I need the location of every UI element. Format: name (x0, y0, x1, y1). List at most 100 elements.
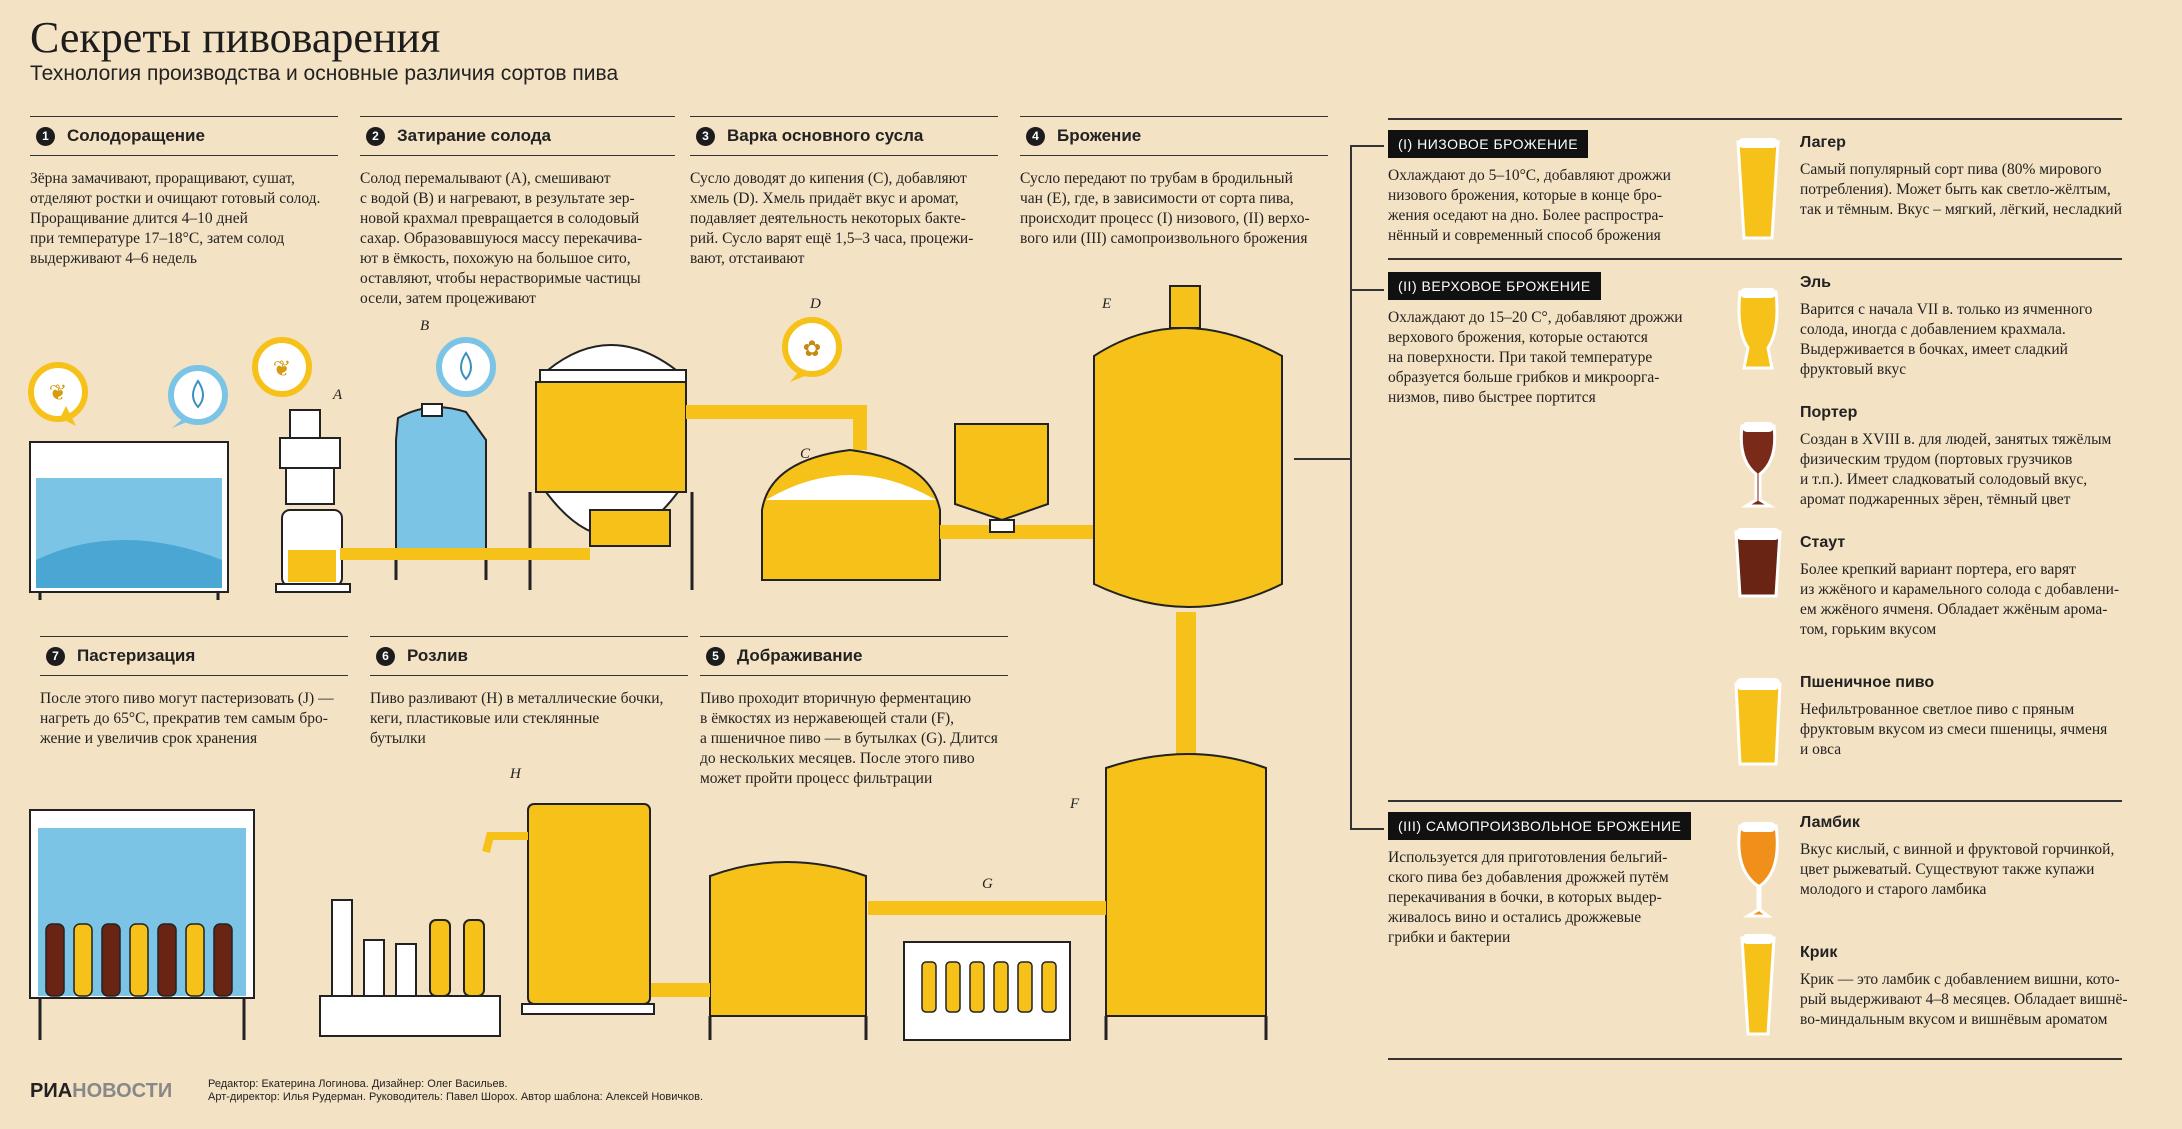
step-number: 1 (36, 126, 55, 146)
step-malting: 1 Солодоращение Зёрна замачивают, проращи… (30, 116, 338, 269)
fermentation-label: (II) ВЕРХОВОЕ БРОЖЕНИЕ (1388, 272, 1601, 300)
hops-badge-icon: ✿ (782, 317, 842, 382)
step-number: 3 (696, 126, 715, 146)
label-a: A (333, 387, 343, 403)
step-number: 5 (706, 646, 725, 666)
beer-lager: Лагер Самый популярный сорт пива (80% ми… (1800, 134, 2140, 220)
grain-badge-icon: ❦ (252, 337, 312, 397)
hopper (954, 423, 1049, 533)
fermentation-type-bottom: (I) НИЗОВОЕ БРОЖЕНИЕ Охлаждают до 5–10°С… (1388, 130, 1698, 246)
secondary-tank (708, 861, 868, 1040)
fermentation-type-top: (II) ВЕРХОВОЕ БРОЖЕНИЕ Охлаждают до 15–2… (1388, 272, 1698, 408)
svg-text:❦: ❦ (273, 356, 291, 381)
beer-porter: Портер Создан в XVIII в. для людей, заня… (1800, 404, 2140, 510)
beer-text: Более крепкий вариант портера, его варят… (1800, 561, 2120, 638)
svg-text:❦: ❦ (49, 380, 67, 405)
beer-glasses (1734, 138, 1782, 1036)
water-badge-icon (436, 337, 496, 397)
step-text: Сусло передают по трубам в бродильный ча… (1020, 170, 1310, 247)
connector-line (1294, 458, 1350, 460)
page-title: Секреты пивоварения (30, 13, 441, 62)
ale-glass-icon (1737, 288, 1779, 370)
pipe (686, 405, 867, 450)
beer-text: Нефильтрованное светлое пиво с пряным фр… (1800, 701, 2108, 758)
step-fermentation: 4 Брожение Сусло передают по трубам в бро… (1020, 116, 1328, 249)
beer-text: Варится с начала VII в. только из ячменн… (1800, 301, 2093, 378)
connector-line (1350, 828, 1384, 830)
pipe (340, 548, 590, 560)
beer-ale: Эль Варится с начала VII в. только из яч… (1800, 274, 2140, 380)
step-text: Солод перемалывают (A), смешивают с водо… (360, 170, 643, 307)
step-title: Затирание солода (397, 126, 552, 145)
step-text: После этого пиво могут пастеризовать (J)… (40, 690, 334, 747)
step-pasteurization: 7 Пастеризация После этого пиво могут пас… (40, 636, 348, 749)
step-title: Варка основного сусла (727, 126, 924, 145)
malting-vat (29, 441, 229, 600)
step-number: 7 (46, 646, 65, 666)
step-title: Брожение (1057, 126, 1142, 145)
filling-tank-h (482, 803, 655, 1015)
porter-glass-icon (1739, 422, 1777, 508)
mash-tun (528, 344, 694, 590)
credits-line: Редактор: Екатерина Логинова. Дизайнер: … (208, 1078, 508, 1090)
step-number: 4 (1026, 126, 1045, 146)
fermentation-text: Охлаждают до 5–10°С, добавляют дрожжи ни… (1388, 167, 1671, 244)
brew-kettle-c (761, 448, 941, 581)
fermentation-label: (III) САМОПРОИЗВОЛЬНОЕ БРОЖЕНИЕ (1388, 812, 1692, 840)
beer-wheat: Пшеничное пиво Нефильтрованное светлое п… (1800, 674, 2140, 760)
connector-line (1350, 145, 1384, 147)
step-number: 2 (366, 126, 385, 146)
divider (1388, 1058, 2122, 1060)
step-bottling: 6 Розлив Пиво разливают (H) в металлическ… (370, 636, 688, 749)
step-text: Зёрна замачивают, проращивают, сушат, от… (30, 170, 321, 267)
step-number: 6 (376, 646, 395, 666)
logo-part-ria: РИА (30, 1080, 73, 1102)
beer-name: Пшеничное пиво (1800, 674, 1935, 691)
beer-name: Портер (1800, 404, 1858, 421)
grain-badge-icon: ❦ (28, 362, 88, 426)
pasteurizer (29, 809, 255, 1040)
beer-name: Эль (1800, 274, 1831, 291)
malt-mill-a (275, 409, 351, 593)
page-subtitle: Технология производства и основные разли… (30, 62, 619, 85)
beer-text: Самый популярный сорт пива (80% мирового… (1800, 161, 2122, 218)
logo-part-novosti: НОВОСТИ (72, 1080, 173, 1102)
beer-name: Ламбик (1800, 814, 1860, 831)
divider (1388, 258, 2122, 260)
step-boiling: 3 Варка основного сусла Сусло доводят до … (690, 116, 998, 269)
step-secondary-fermentation: 5 Дображивание Пиво проходит вторичную фе… (700, 636, 1008, 789)
brewing-process-illustration: ❦ ❦ (28, 285, 1283, 1041)
beer-name: Лагер (1800, 134, 1846, 151)
label-b: B (420, 318, 430, 334)
water-badge-icon (168, 365, 228, 428)
fermentation-text: Используется для приготовления бельгий- … (1388, 849, 1669, 946)
beer-name: Стаут (1800, 534, 1846, 551)
bottle-rack-g (903, 941, 1071, 1041)
step-text: Сусло доводят до кипения (C), добавляют … (690, 170, 974, 267)
step-title: Пастеризация (77, 646, 196, 665)
fermenter-e (1093, 285, 1283, 760)
beer-text: Крик — это ламбик с добавлением вишни, к… (1800, 971, 2128, 1028)
beer-text: Вкус кислый, с винной и фруктовой горчин… (1800, 841, 2115, 898)
stout-glass-icon (1734, 528, 1782, 598)
step-title: Солодоращение (67, 126, 205, 145)
label-f: F (1070, 796, 1080, 812)
step-text: Пиво проходит вторичную ферментацию в ём… (700, 690, 998, 787)
step-title: Розлив (407, 646, 469, 665)
step-text: Пиво разливают (H) в металлические бочки… (370, 690, 664, 747)
label-g: G (982, 876, 993, 892)
connector-line (1350, 289, 1384, 291)
kriek-glass-icon (1740, 934, 1776, 1036)
divider (1388, 118, 2122, 120)
beer-name: Крик (1800, 944, 1838, 961)
ria-novosti-logo: РИАНОВОСТИ (30, 1080, 172, 1103)
step-mashing: 2 Затирание солода Солод перемалывают (A)… (360, 116, 675, 309)
fermentation-text: Охлаждают до 15–20 С°, добавляют дрожжи … (1388, 309, 1683, 406)
wheat-beer-glass-icon (1734, 678, 1782, 766)
lambic-glass-icon (1737, 822, 1779, 918)
step-title: Дображивание (737, 646, 863, 665)
divider (1388, 800, 2122, 802)
conditioning-tank-f (1104, 753, 1268, 1040)
beer-stout: Стаут Более крепкий вариант портера, его… (1800, 534, 2140, 640)
lager-glass-icon (1736, 138, 1780, 240)
